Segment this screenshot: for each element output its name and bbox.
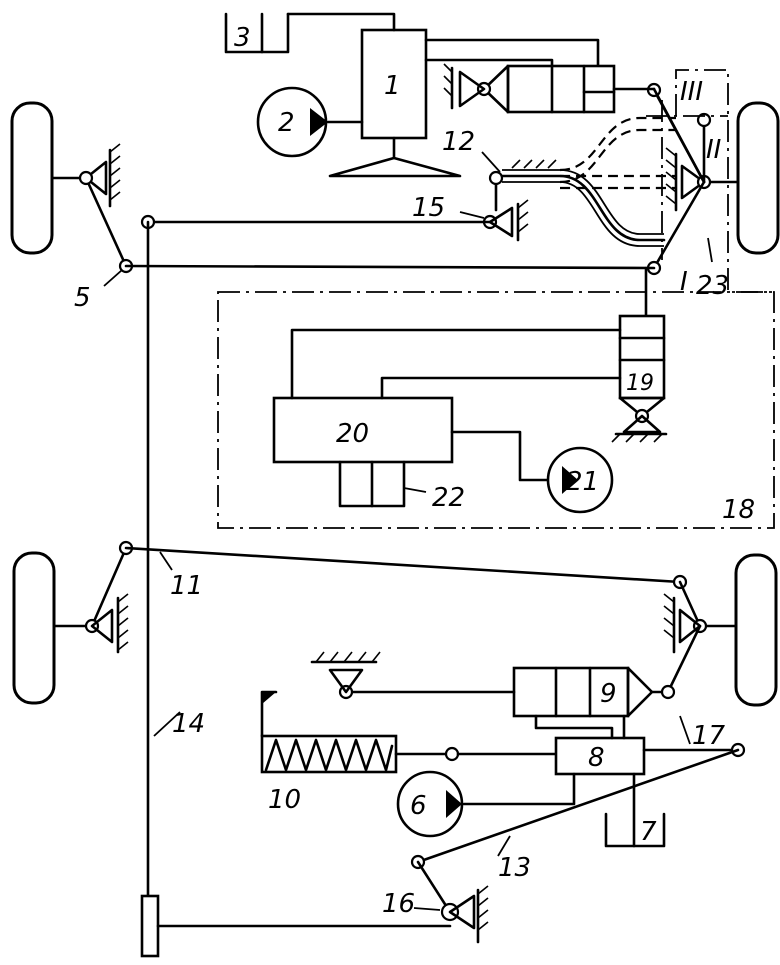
label-22: 22	[432, 483, 465, 513]
label-3: 3	[234, 23, 251, 53]
unit-1-base	[328, 156, 462, 178]
label-16: 16	[382, 889, 415, 919]
wheel-front-right	[736, 101, 780, 255]
rear-power-cylinder-9	[310, 651, 676, 718]
label-21: 21	[566, 467, 599, 497]
label-14: 14	[172, 709, 205, 739]
label-position-II: II	[706, 135, 721, 165]
label-15: 15	[412, 193, 445, 223]
label-7: 7	[640, 817, 657, 847]
flexible-link-12	[488, 116, 676, 247]
label-1: 1	[384, 71, 401, 101]
label-13: 13	[498, 853, 531, 883]
label-11: 11	[170, 571, 203, 601]
bottom-actuator	[140, 894, 160, 958]
label-position-III: III	[680, 77, 703, 107]
rear-tie-rod-11	[124, 546, 682, 584]
label-20: 20	[336, 419, 369, 449]
unit-20-box	[272, 396, 454, 464]
label-18: 18	[722, 495, 755, 525]
label-10: 10	[268, 785, 301, 815]
label-12: 12	[442, 127, 475, 157]
valve-8-box	[554, 736, 646, 776]
wheel-rear-left	[12, 551, 56, 705]
tank-3	[224, 12, 290, 54]
label-6: 6	[410, 791, 427, 821]
front-power-cylinder	[443, 63, 706, 184]
cylinder-19	[611, 266, 668, 443]
spring-10	[260, 690, 398, 774]
lever-13	[416, 748, 740, 864]
label-9: 9	[600, 679, 617, 709]
front-left-knuckle	[78, 143, 134, 274]
pivot-15	[482, 199, 529, 242]
unit-21-circle	[546, 446, 614, 514]
label-23: 23	[696, 271, 729, 301]
label-17: 17	[692, 721, 726, 751]
label-8: 8	[588, 743, 605, 773]
rear-right-knuckle	[663, 574, 708, 694]
label-19: 19	[626, 371, 654, 396]
label-5: 5	[74, 283, 91, 313]
wheel-rear-right	[734, 553, 778, 707]
wheel-front-left	[10, 101, 54, 255]
label-2: 2	[278, 108, 295, 138]
label-position-I: I	[680, 267, 688, 297]
pivot-16	[440, 885, 489, 944]
control-unit-18-frame	[217, 291, 775, 529]
rear-left-knuckle	[84, 540, 134, 654]
front-tie-rod	[124, 264, 656, 270]
